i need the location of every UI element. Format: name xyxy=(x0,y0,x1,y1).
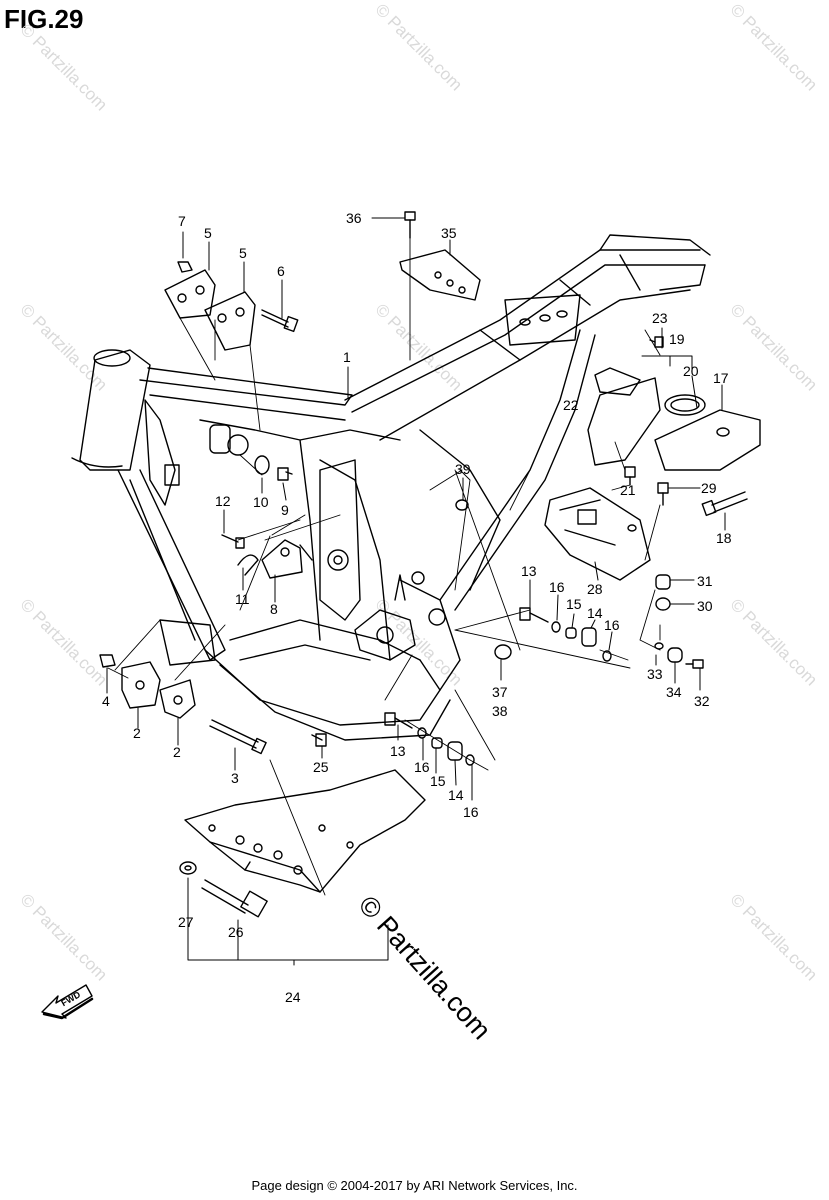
mudguard-17 xyxy=(654,409,761,471)
washer-16c xyxy=(417,727,427,739)
callout-22: 22 xyxy=(563,397,579,413)
callout-34: 34 xyxy=(666,684,682,700)
main-frame xyxy=(71,234,711,741)
bolt-32 xyxy=(685,659,704,669)
callout-13: 13 xyxy=(521,563,537,579)
bolt-12 xyxy=(221,534,245,549)
collar-34 xyxy=(667,647,683,663)
callout-29: 29 xyxy=(701,480,717,496)
clamp-11 xyxy=(237,554,259,576)
cap-37 xyxy=(494,644,512,660)
callout-1: 1 xyxy=(343,349,351,365)
bracket-8 xyxy=(261,539,313,579)
callout-18: 18 xyxy=(716,530,732,546)
callout-27: 27 xyxy=(178,914,194,930)
washer-16a xyxy=(551,621,561,633)
callout-35: 35 xyxy=(441,225,457,241)
callout-33: 33 xyxy=(647,666,663,682)
bolt-18 xyxy=(701,491,748,517)
callout-16: 16 xyxy=(414,759,430,775)
callout-20: 20 xyxy=(683,363,699,379)
callout-4: 4 xyxy=(102,693,110,709)
callout-16: 16 xyxy=(463,804,479,820)
callout-6: 6 xyxy=(277,263,285,279)
callout-11: 11 xyxy=(235,591,250,607)
damper-31 xyxy=(655,574,671,590)
callout-30: 30 xyxy=(697,598,713,614)
callout-31: 31 xyxy=(697,573,713,589)
callout-36: 36 xyxy=(346,210,362,226)
callout-16: 16 xyxy=(604,617,620,633)
forward-arrow-icon xyxy=(41,984,94,1020)
callout-39: 39 xyxy=(455,461,471,477)
callout-numbers: 1 2 2 3 4 5 5 6 7 8 9 10 11 12 13 13 14 … xyxy=(102,210,732,1005)
nut-4 xyxy=(99,654,116,668)
callout-7: 7 xyxy=(178,213,186,229)
callout-16: 16 xyxy=(549,579,565,595)
washer-16d xyxy=(465,754,475,766)
collar-15a xyxy=(565,627,577,639)
washer-16b xyxy=(602,650,612,662)
callout-10: 10 xyxy=(253,494,269,510)
callout-13: 13 xyxy=(390,743,406,759)
bolt-3 xyxy=(209,719,267,755)
callout-14: 14 xyxy=(587,605,603,621)
bracket-35 xyxy=(399,249,481,301)
nut-7 xyxy=(177,261,193,273)
collar-10 xyxy=(254,455,270,475)
callout-26: 26 xyxy=(228,924,244,940)
callout-5: 5 xyxy=(204,225,212,241)
engine-bracket-5b xyxy=(204,291,256,351)
leader-lines xyxy=(106,217,726,966)
engine-mount-2b xyxy=(159,679,196,719)
callout-19: 19 xyxy=(669,331,685,347)
callout-2: 2 xyxy=(173,744,181,760)
callout-24: 24 xyxy=(285,989,301,1005)
grommet-30 xyxy=(655,597,671,611)
callout-17: 17 xyxy=(713,370,729,386)
page-footer: Page design © 2004-2017 by ARI Network S… xyxy=(251,1178,578,1193)
bolt-26 xyxy=(201,879,268,918)
callout-9: 9 xyxy=(281,502,289,518)
air-duct-20 xyxy=(587,377,706,466)
bolt-25 xyxy=(311,733,327,747)
washer-27 xyxy=(179,861,197,875)
callout-37: 37 xyxy=(492,684,508,700)
bolt-13b xyxy=(384,712,413,729)
bolt-36 xyxy=(404,211,416,239)
assembly-lines xyxy=(107,237,661,896)
callout-3: 3 xyxy=(231,770,239,786)
bolt-9 xyxy=(277,467,293,481)
skid-plate-24 xyxy=(184,769,426,893)
battery-tray-28 xyxy=(544,487,651,581)
callout-28: 28 xyxy=(587,581,603,597)
callout-15: 15 xyxy=(430,773,446,789)
callout-12: 12 xyxy=(215,493,231,509)
bolt-29 xyxy=(657,482,669,506)
callout-25: 25 xyxy=(313,759,329,775)
callout-38: 38 xyxy=(492,703,508,719)
callout-15: 15 xyxy=(566,596,582,612)
callout-5: 5 xyxy=(239,245,247,261)
callout-32: 32 xyxy=(694,693,710,709)
figure-title: FIG.29 xyxy=(4,4,84,34)
engine-bracket-5a xyxy=(164,269,216,319)
bolt-6 xyxy=(261,309,299,333)
callout-8: 8 xyxy=(270,601,278,617)
bracket-22 xyxy=(594,367,641,396)
bushing-14a xyxy=(581,627,597,647)
callout-2: 2 xyxy=(133,725,141,741)
callout-14: 14 xyxy=(448,787,464,803)
callout-23: 23 xyxy=(652,310,668,326)
engine-mount-2a xyxy=(121,661,161,709)
callout-21: 21 xyxy=(620,482,636,498)
bolt-13a xyxy=(519,607,549,623)
